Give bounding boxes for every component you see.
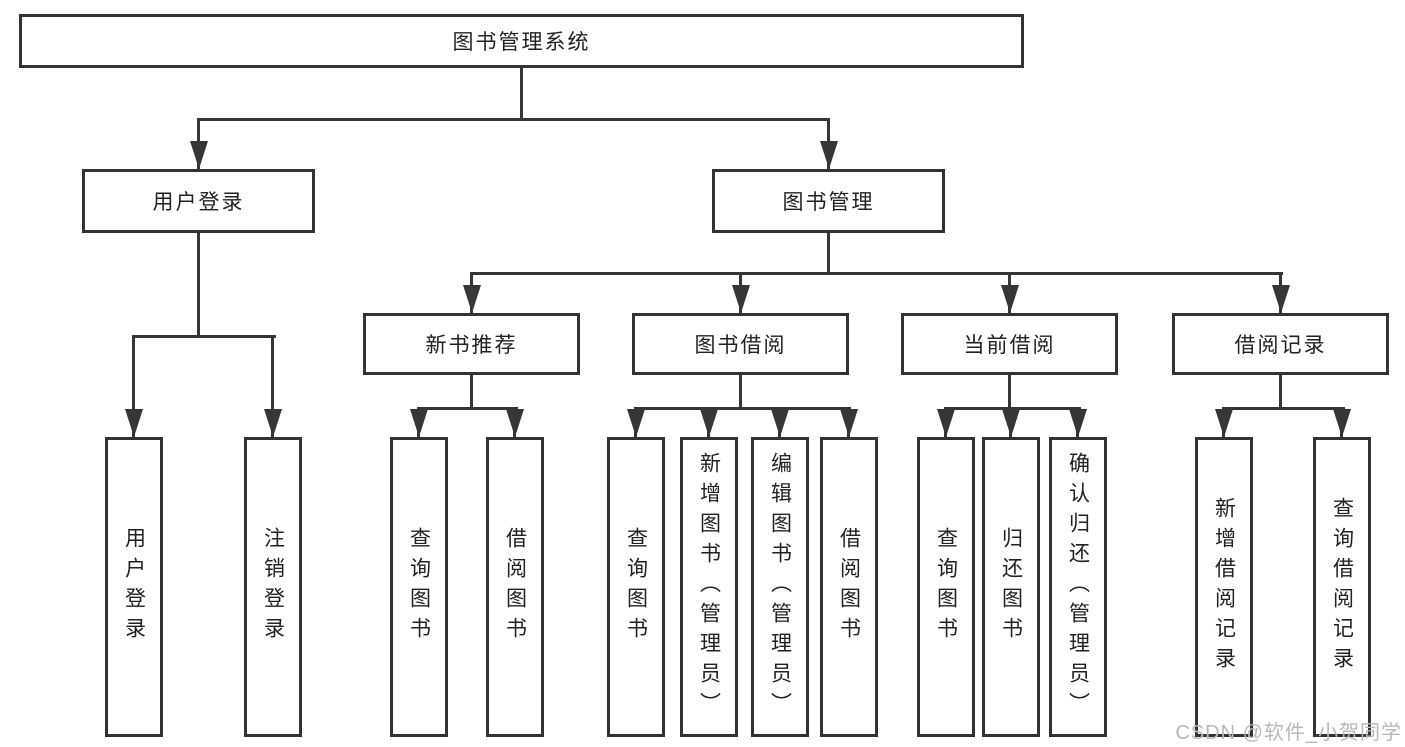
connector-rail-level2	[197, 118, 830, 121]
arrow-down-icon	[263, 335, 282, 437]
arrow-down-icon	[1332, 407, 1351, 437]
node-book-management: 图书管理	[712, 169, 945, 233]
connector-stem-user-login	[197, 233, 200, 335]
arrow-down-icon	[731, 272, 750, 313]
leaf-user-login: 用户登录	[105, 437, 163, 737]
arrow-down-icon	[1271, 272, 1290, 313]
arrow-down-icon	[505, 407, 524, 437]
connector-stem-root	[520, 67, 523, 118]
connector-stem-current-borrowing	[1008, 375, 1011, 407]
leaf-return-books: 归还图书	[982, 437, 1040, 737]
connector-rail-book-borrowing-children	[634, 407, 851, 410]
leaf-label: 查询图书	[624, 527, 648, 647]
node-borrowing-records: 借阅记录	[1172, 313, 1389, 375]
arrow-down-icon	[936, 407, 955, 437]
leaf-label: 查询图书	[934, 527, 958, 647]
connector-stem-borrowing-records	[1279, 375, 1282, 407]
node-book-borrowing: 图书借阅	[632, 313, 849, 375]
node-user-login: 用户登录	[82, 169, 315, 233]
connector-stem-new-book-recommendation	[470, 375, 473, 407]
leaf-label: 编辑图书（管理员）	[768, 452, 792, 722]
connector-rail-borrowing-records-children	[1222, 407, 1345, 410]
arrow-down-icon	[409, 407, 428, 437]
node-book-management-system: 图书管理系统	[19, 14, 1024, 68]
leaf-borrow-books-borrowing: 借阅图书	[820, 437, 878, 737]
arrow-down-icon	[839, 407, 858, 437]
leaf-label: 借阅图书	[503, 527, 527, 647]
leaf-label: 确认归还（管理员）	[1066, 452, 1090, 722]
csdn-watermark: CSDN @软件_小贺同学	[1175, 722, 1402, 744]
leaf-query-books-borrowing: 查询图书	[607, 437, 665, 737]
arrow-down-icon	[819, 118, 838, 169]
arrow-down-icon	[124, 335, 143, 437]
arrow-down-icon	[1001, 407, 1020, 437]
leaf-label: 新增图书（管理员）	[697, 452, 721, 722]
leaf-label: 注销登录	[261, 527, 285, 647]
leaf-query-books-current: 查询图书	[917, 437, 975, 737]
connector-stem-book-borrowing	[739, 375, 742, 407]
connector-rail-new-book-children	[417, 407, 518, 410]
leaf-label: 借阅图书	[837, 527, 861, 647]
leaf-logout: 注销登录	[244, 437, 302, 737]
leaf-label: 归还图书	[999, 527, 1023, 647]
leaf-label: 用户登录	[122, 527, 146, 647]
connector-rail-level3	[470, 272, 1283, 275]
arrow-down-icon	[462, 272, 481, 313]
leaf-label: 查询图书	[407, 527, 431, 647]
arrow-down-icon	[770, 407, 789, 437]
arrow-down-icon	[189, 118, 208, 169]
node-current-borrowing: 当前借阅	[901, 313, 1118, 375]
leaf-add-borrow-record: 新增借阅记录	[1195, 437, 1253, 737]
arrow-down-icon	[1068, 407, 1087, 437]
arrow-down-icon	[699, 407, 718, 437]
leaf-edit-book-admin: 编辑图书（管理员）	[751, 437, 809, 737]
connector-stem-book-management	[827, 233, 830, 272]
node-new-book-recommendation: 新书推荐	[363, 313, 580, 375]
connector-rail-current-borrowing-children	[944, 407, 1081, 410]
leaf-label: 查询借阅记录	[1330, 497, 1354, 677]
leaf-add-book-admin: 新增图书（管理员）	[680, 437, 738, 737]
leaf-borrow-books-recommend: 借阅图书	[486, 437, 544, 737]
leaf-label: 新增借阅记录	[1212, 497, 1236, 677]
arrow-down-icon	[1214, 407, 1233, 437]
connector-rail-user-login-children	[132, 335, 276, 338]
leaf-confirm-return-admin: 确认归还（管理员）	[1049, 437, 1107, 737]
leaf-query-borrow-record: 查询借阅记录	[1313, 437, 1371, 737]
leaf-query-books-recommend: 查询图书	[390, 437, 448, 737]
arrow-down-icon	[1000, 272, 1019, 313]
arrow-down-icon	[626, 407, 645, 437]
